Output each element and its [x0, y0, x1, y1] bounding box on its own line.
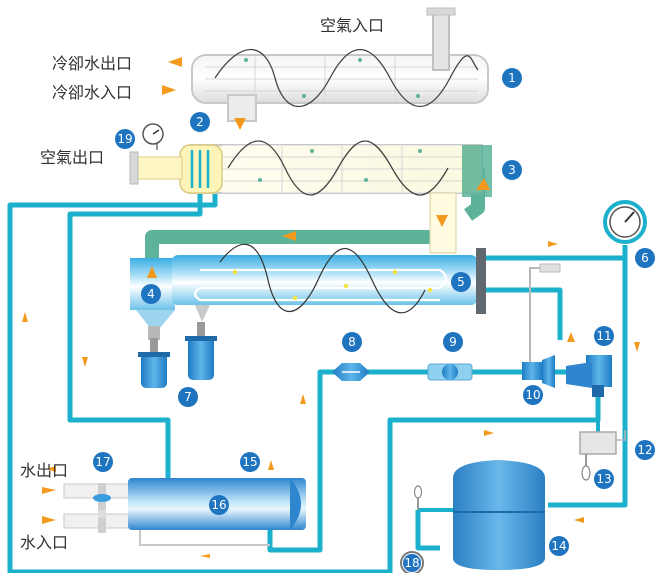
svg-text:10: 10 — [525, 388, 540, 402]
marker-3: 3 — [502, 160, 522, 180]
water-inlet-label: 水入口 — [20, 533, 68, 552]
marker-8: 8 — [342, 332, 362, 352]
marker-5: 5 — [451, 272, 471, 292]
receiver-tank — [413, 460, 545, 570]
svg-text:4: 4 — [147, 287, 155, 301]
evaporator — [130, 243, 486, 340]
air-inlet-label: 空氣入口 — [320, 16, 384, 35]
cooling-water-outlet-label: 冷卻水出口 — [52, 54, 132, 73]
pipe-tank-bottom — [415, 510, 440, 551]
drain-traps — [138, 305, 217, 388]
marker-17: 17 — [93, 452, 113, 472]
air-outlet-label: 空氣出口 — [40, 148, 104, 167]
svg-text:12: 12 — [637, 443, 652, 457]
svg-text:3: 3 — [508, 163, 516, 177]
marker-16: 16 — [209, 495, 229, 515]
pipe-cond-outlet — [267, 369, 530, 553]
pipe-left-inner — [67, 190, 203, 490]
svg-text:2: 2 — [196, 115, 204, 129]
svg-text:17: 17 — [95, 455, 110, 469]
svg-text:15: 15 — [242, 455, 257, 469]
marker-15: 15 — [240, 452, 260, 472]
svg-text:6: 6 — [641, 251, 649, 265]
marker-19: 19 — [115, 129, 135, 149]
flow-arrows — [22, 57, 640, 558]
svg-text:19: 19 — [117, 132, 132, 146]
marker-18: 18 — [403, 554, 421, 572]
pressure-gauge-icon — [142, 123, 164, 150]
water-outlet-label: 水出口 — [20, 461, 68, 480]
air-heat-exchanger — [129, 140, 492, 254]
marker-2: 2 — [190, 112, 210, 132]
marker-6: 6 — [635, 248, 655, 268]
marker-14: 14 — [549, 536, 569, 556]
svg-text:5: 5 — [457, 275, 465, 289]
filter-drier — [332, 363, 370, 381]
svg-text:16: 16 — [211, 498, 226, 512]
svg-text:7: 7 — [184, 390, 192, 404]
svg-text:9: 9 — [449, 335, 457, 349]
marker-12: 12 — [635, 440, 655, 460]
marker-7: 7 — [178, 387, 198, 407]
expansion-valve — [522, 263, 561, 388]
svg-text:8: 8 — [348, 335, 356, 349]
compressor-valve — [566, 355, 612, 397]
marker-1: 1 — [502, 68, 522, 88]
svg-text:11: 11 — [596, 329, 611, 343]
cyan-piping — [7, 190, 628, 573]
cooling-water-inlet-label: 冷卻水入口 — [52, 83, 132, 102]
precooler-shell — [191, 7, 489, 122]
pressure-switch — [579, 420, 626, 481]
marker-13: 13 — [594, 469, 614, 489]
sight-glass — [427, 363, 473, 381]
svg-text:13: 13 — [596, 472, 611, 486]
marker-10: 10 — [523, 385, 543, 405]
svg-text:18: 18 — [404, 556, 419, 570]
pipe-right-riser — [548, 265, 628, 508]
flow-arrows-text-side — [46, 466, 56, 472]
svg-text:14: 14 — [551, 539, 566, 553]
pipe-evap-to-gauge — [480, 245, 628, 261]
svg-text:1: 1 — [508, 71, 516, 85]
marker-9: 9 — [443, 332, 463, 352]
pressure-gauge-icon — [603, 200, 647, 244]
pipe-left-outer — [7, 190, 601, 573]
marker-11: 11 — [594, 326, 614, 346]
marker-4: 4 — [141, 284, 161, 304]
pipe-evap-to-10 — [480, 287, 563, 340]
